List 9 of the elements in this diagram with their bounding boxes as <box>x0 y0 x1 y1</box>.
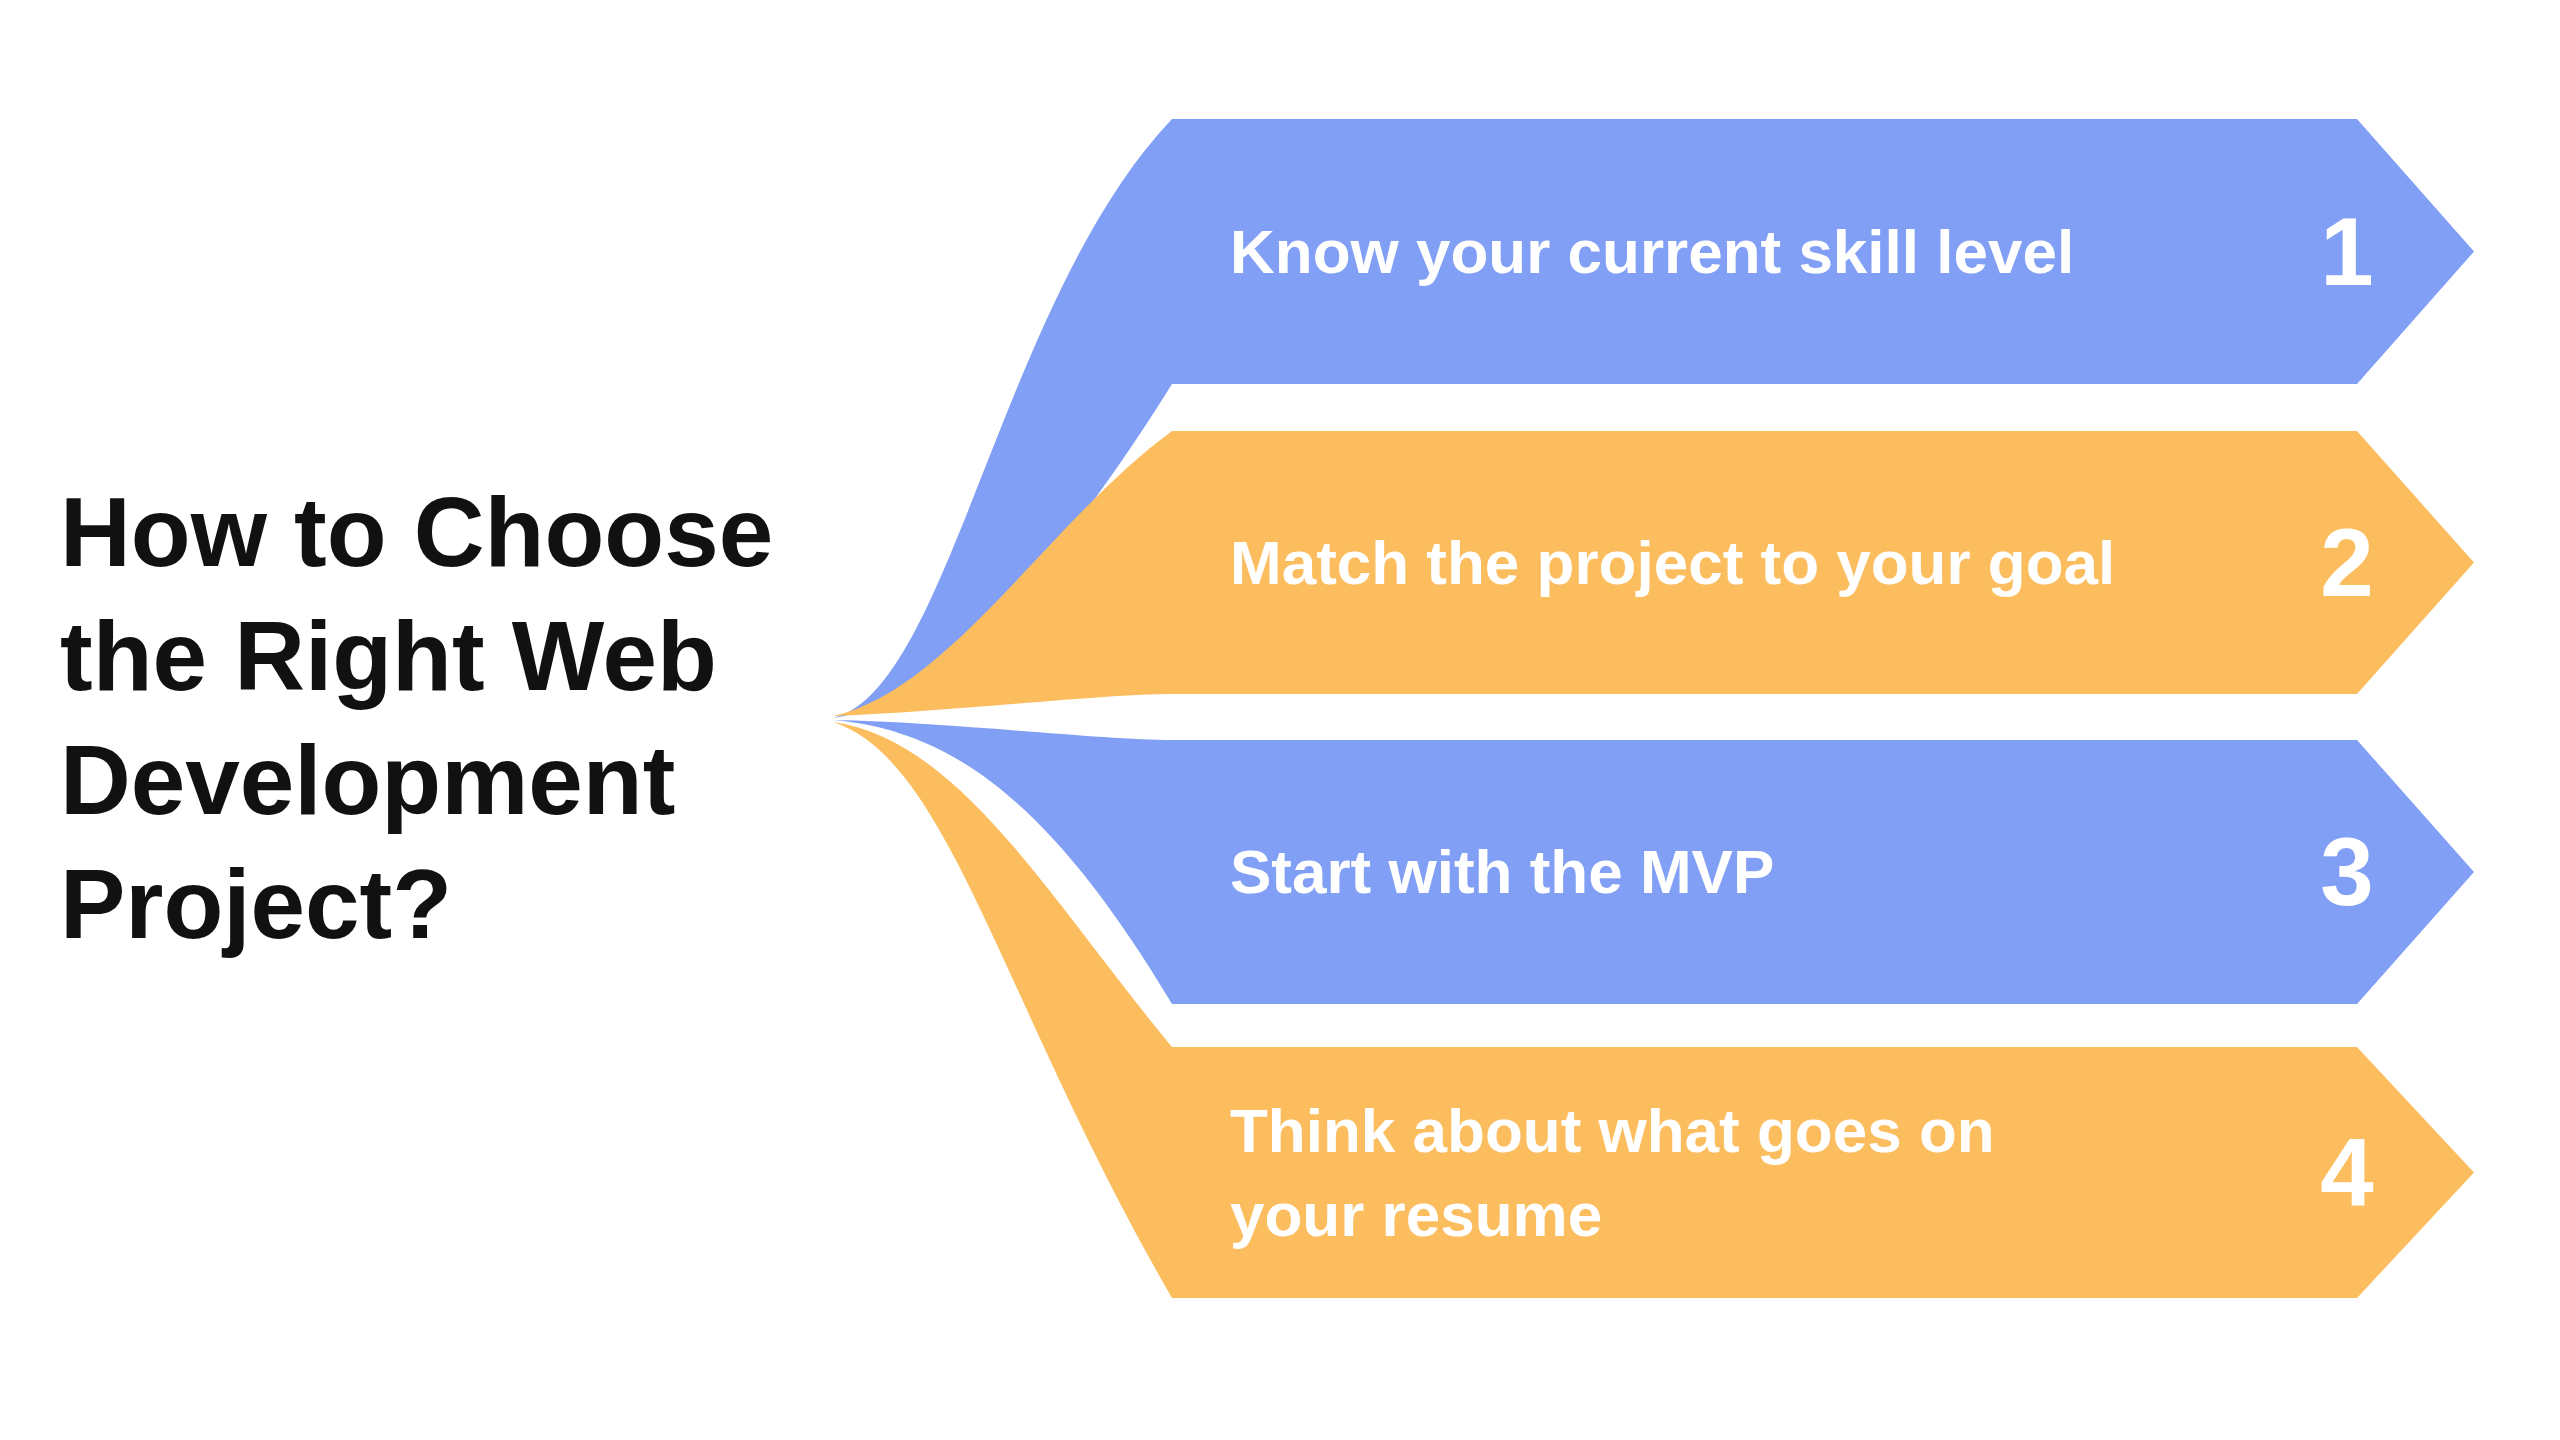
step-number: 1 <box>2319 201 2375 302</box>
step-number: 2 <box>2319 512 2375 613</box>
step-text: Start with the MVP <box>1230 836 1776 908</box>
step-text: Think about what goes on your resume <box>1230 1094 1996 1251</box>
title: How to Choose the Right Web Development Project? <box>60 476 775 961</box>
step-number: 3 <box>2319 822 2375 922</box>
step-text: Know your current skill level <box>1230 215 2076 288</box>
step-number: 4 <box>2319 1122 2375 1223</box>
step-text: Match the project to your goal <box>1230 526 2117 599</box>
